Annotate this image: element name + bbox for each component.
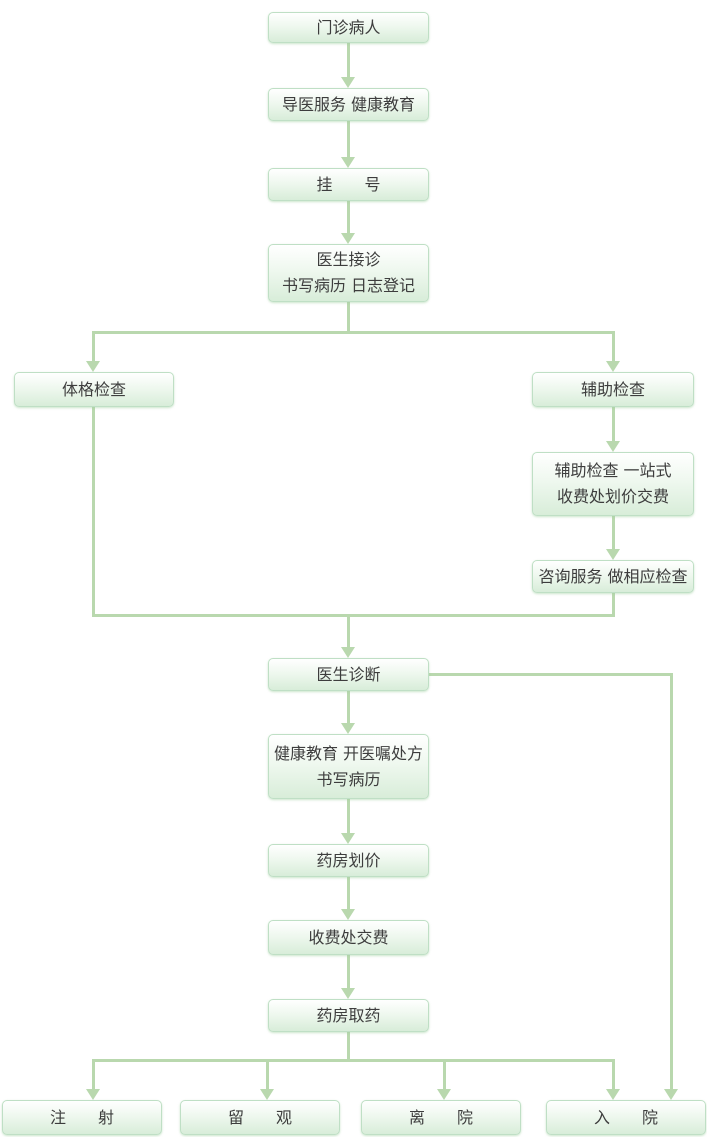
edge-guide-register-line	[347, 121, 350, 157]
arrow-down-icon	[606, 549, 620, 560]
edge-diagnosis-admission-vline	[670, 673, 673, 1089]
node-label: 药房划价	[316, 850, 381, 870]
arrow-down-icon	[341, 233, 355, 244]
edge-cashier-dispense-line	[347, 955, 350, 988]
node-discharge: 离 院	[361, 1100, 521, 1135]
node-education-prescription: 健康教育 开医嘱处方 书写病历	[268, 734, 429, 799]
arrow-down-icon	[437, 1089, 451, 1100]
edge-register-reception-line	[347, 200, 350, 233]
arrow-down-icon	[341, 833, 355, 844]
node-label: 入 院	[593, 1107, 658, 1127]
node-label-line1: 医生接诊	[316, 250, 381, 269]
edge-dispense-split-stem	[347, 1032, 350, 1062]
node-label-line1: 辅助检查 一站式	[554, 461, 672, 480]
arrow-down-icon	[341, 647, 355, 658]
arrow-down-icon	[86, 361, 100, 372]
node-label: 离 院	[408, 1107, 473, 1127]
edge-reception-split-stem	[347, 302, 350, 334]
node-outpatient: 门诊病人	[268, 12, 429, 43]
node-observation: 留 观	[180, 1100, 340, 1135]
node-label: 医生诊断	[316, 664, 381, 684]
arrow-down-icon	[260, 1089, 274, 1100]
node-guide-service: 导医服务 健康教育	[268, 88, 429, 121]
edge-split-discharge-line	[443, 1059, 446, 1089]
edge-auxiliary-onestop-line	[612, 407, 615, 441]
node-consult-service: 咨询服务 做相应检查	[532, 560, 694, 593]
arrow-down-icon	[341, 157, 355, 168]
arrow-down-icon	[341, 909, 355, 920]
edge-split-physical-line	[92, 331, 95, 361]
split-horizontal-line-bottom	[92, 1059, 615, 1062]
arrow-down-icon	[606, 1089, 620, 1100]
node-label: 留 观	[227, 1107, 292, 1127]
node-pharmacy-pricing: 药房划价	[268, 844, 429, 877]
node-pharmacy-dispense: 药房取药	[268, 999, 429, 1032]
node-label: 收费处交费	[308, 927, 389, 947]
split-horizontal-line-top	[92, 331, 615, 334]
arrow-down-icon	[341, 77, 355, 88]
edge-education-pricing-line	[347, 799, 350, 833]
node-aux-onestop-pay: 辅助检查 一站式 收费处划价交费	[532, 452, 694, 516]
arrow-down-icon	[341, 723, 355, 734]
node-label: 咨询服务 做相应检查	[538, 566, 688, 586]
edge-outpatient-guide-line	[347, 43, 350, 77]
node-injection: 注 射	[2, 1100, 162, 1135]
arrow-down-icon	[606, 361, 620, 372]
node-reception: 医生接诊 书写病历 日志登记	[268, 244, 429, 302]
node-physical-exam: 体格检查	[14, 372, 174, 407]
arrow-down-icon	[606, 441, 620, 452]
node-label-line1: 健康教育 开医嘱处方	[273, 743, 424, 763]
node-label-line2: 书写病历	[316, 769, 381, 789]
node-label-line2: 书写病历 日志登记	[281, 276, 416, 295]
edge-diagnosis-education-line	[347, 691, 350, 723]
node-admission: 入 院	[546, 1100, 706, 1135]
edge-diagnosis-admission-hline	[429, 673, 673, 676]
edge-consult-merge-line	[612, 592, 615, 617]
edge-merge-diagnosis-stem	[347, 614, 350, 647]
node-label: 注 射	[49, 1107, 114, 1127]
arrow-down-icon	[664, 1089, 678, 1100]
edge-split-auxiliary-line	[612, 331, 615, 361]
node-label: 门诊病人	[316, 17, 381, 37]
node-register: 挂 号	[268, 168, 429, 201]
node-label: 导医服务 健康教育	[281, 94, 416, 114]
node-label-line2: 收费处划价交费	[556, 487, 669, 506]
node-pay-at-cashier: 收费处交费	[268, 920, 429, 955]
edge-split-observation-line	[266, 1059, 269, 1089]
node-auxiliary-exam: 辅助检查	[532, 372, 694, 407]
arrow-down-icon	[86, 1089, 100, 1100]
edge-onestop-consult-line	[612, 516, 615, 549]
edge-split-injection-line	[92, 1059, 95, 1089]
node-label: 辅助检查	[580, 379, 645, 399]
edge-physical-merge-line	[92, 407, 95, 617]
edge-split-admission-line	[612, 1059, 615, 1089]
arrow-down-icon	[341, 988, 355, 999]
node-diagnosis: 医生诊断	[268, 658, 429, 691]
merge-horizontal-line	[92, 614, 615, 617]
node-label: 挂 号	[316, 174, 381, 194]
edge-pricing-cashier-line	[347, 877, 350, 909]
node-label: 药房取药	[316, 1005, 381, 1025]
node-label: 体格检查	[61, 379, 126, 399]
